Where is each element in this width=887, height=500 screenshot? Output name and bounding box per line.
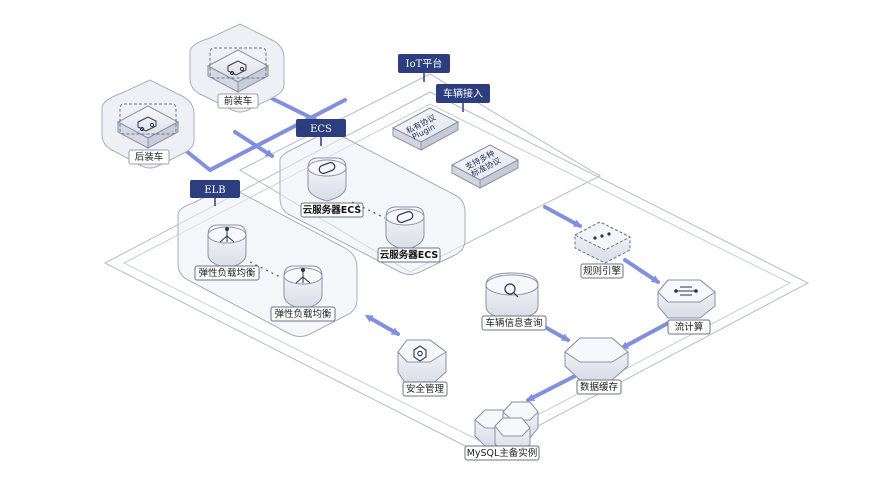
- mysql-node: MySQL主备实例: [464, 401, 540, 461]
- stream-compute-label: 流计算: [675, 321, 704, 333]
- front-vehicle-label: 前装车: [224, 95, 253, 107]
- mysql-label: MySQL主备实例: [467, 447, 538, 459]
- stream-compute-node: 流计算: [657, 279, 716, 335]
- tag-vehicle-access: 车辆接入: [436, 84, 490, 112]
- tag-elb-text: ELB: [204, 185, 225, 196]
- ecs-server-2-node: 云服务器ECS: [377, 206, 441, 263]
- ecs-dots: [351, 201, 386, 219]
- tag-iot-platform: IoT平台: [398, 54, 450, 82]
- front-vehicle-node: 前装车: [189, 23, 285, 113]
- truck-icon: [137, 116, 157, 132]
- stream-icon: [674, 286, 698, 296]
- slb-1-node: 弹性负载均衡: [194, 224, 260, 281]
- tag-ecs-text: ECS: [310, 124, 332, 135]
- standard-protocol-block: 支持多种 标准协议: [450, 144, 520, 189]
- private-protocol-block: 私有协议 Plugin: [391, 107, 460, 151]
- search-icon: [504, 283, 519, 298]
- tag-ecs: ECS: [296, 119, 346, 146]
- rear-vehicle-label: 后装车: [135, 151, 164, 163]
- hexagon-cluster-icon: [474, 401, 539, 453]
- security-node: 安全管理: [397, 339, 448, 397]
- data-store-label: 数据缓存: [580, 381, 619, 393]
- server-icon: [396, 211, 414, 223]
- rule-engine-label: 规则引擎: [583, 265, 622, 277]
- data-store-node: 数据缓存: [564, 337, 629, 395]
- security-label: 安全管理: [406, 383, 445, 395]
- server-icon: [318, 162, 336, 174]
- ecs-server-1-label: 云服务器ECS: [303, 204, 362, 216]
- tag-vehicle-access-text: 车辆接入: [443, 87, 483, 100]
- slb-2-node: 弹性负载均衡: [270, 265, 336, 322]
- vehicle-query-node: 车辆信息查询: [481, 272, 547, 331]
- truck-icon: [227, 60, 247, 76]
- slb-1-label: 弹性负载均衡: [198, 267, 256, 279]
- load-balancer-icon: [295, 268, 311, 284]
- tag-iot-platform-text: IoT平台: [406, 57, 443, 70]
- load-balancer-icon: [219, 227, 235, 243]
- tag-elb: ELB: [190, 180, 240, 206]
- ecs-server-1-node: 云服务器ECS: [300, 157, 364, 218]
- gear-shield-icon: [413, 345, 427, 362]
- rear-vehicle-node: 后装车: [101, 79, 195, 169]
- slb-2-label: 弹性负载均衡: [274, 308, 332, 320]
- vehicle-query-label: 车辆信息查询: [485, 317, 542, 329]
- rule-engine-node: 规则引擎: [573, 221, 632, 279]
- dots-icon: [593, 232, 611, 240]
- ecs-server-2-label: 云服务器ECS: [380, 249, 439, 261]
